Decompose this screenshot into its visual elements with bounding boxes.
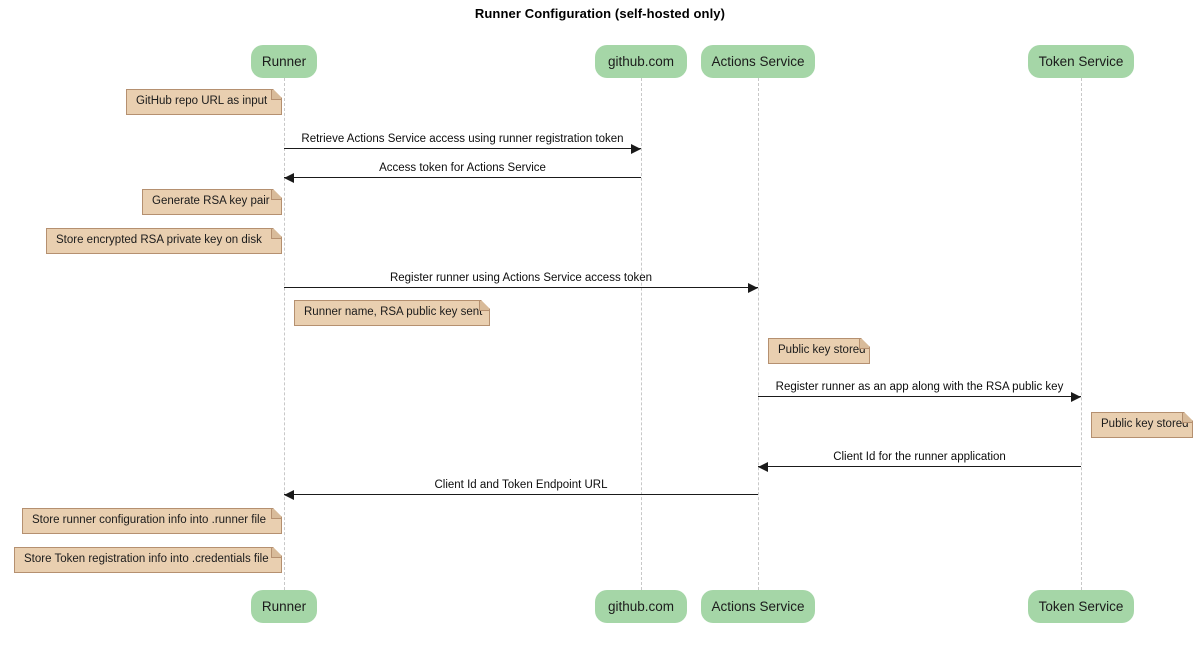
msg-access-token-label: Access token for Actions Service [379, 162, 546, 174]
note-fold-corner-icon [479, 301, 489, 311]
note-store-token-registration: Store Token registration info into .cred… [14, 547, 282, 573]
msg-register-runner-label: Register runner using Actions Service ac… [389, 272, 653, 284]
note-text: GitHub repo URL as input [136, 95, 268, 108]
msg-register-app-pubkey-arrowhead [1071, 391, 1081, 402]
page-title: Runner Configuration (self-hosted only) [474, 6, 726, 21]
note-store-private-key: Store encrypted RSA private key on disk [46, 228, 282, 254]
note-fold-corner-icon [859, 339, 869, 349]
note-fold-corner-icon [271, 90, 281, 100]
msg-client-id-runner-app-line [758, 466, 1081, 467]
lifeline-runner [284, 78, 285, 590]
participant-bottom-runner[interactable]: Runner [251, 590, 317, 623]
note-fold-corner-icon [271, 548, 281, 558]
note-text: Public key stored [1101, 418, 1189, 431]
msg-client-id-token-endpoint-arrowhead [284, 489, 294, 500]
note-text: Generate RSA key pair [152, 195, 270, 208]
note-github-repo-url: GitHub repo URL as input [126, 89, 282, 115]
msg-client-id-runner-app-label: Client Id for the runner application [833, 451, 1006, 463]
participant-label: Actions Service [711, 54, 805, 69]
participant-label: Runner [261, 54, 307, 69]
lifeline-github [641, 78, 642, 590]
note-generate-rsa: Generate RSA key pair [142, 189, 282, 215]
msg-client-id-token-endpoint-line [284, 494, 758, 495]
participant-label: Token Service [1038, 54, 1124, 69]
note-text: Store encrypted RSA private key on disk [56, 234, 262, 247]
msg-retrieve-actions-access-line [284, 148, 641, 149]
msg-register-runner-line [284, 287, 758, 288]
participant-label: Token Service [1038, 599, 1124, 614]
participant-label: github.com [607, 54, 675, 69]
participant-top-actions[interactable]: Actions Service [701, 45, 815, 78]
note-runner-name-pubkey: Runner name, RSA public key sent [294, 300, 490, 326]
msg-register-app-pubkey-line [758, 396, 1081, 397]
msg-access-token-line [284, 177, 641, 178]
participant-bottom-github[interactable]: github.com [595, 590, 687, 623]
note-fold-corner-icon [271, 229, 281, 239]
note-fold-corner-icon [271, 190, 281, 200]
note-public-key-stored-actions: Public key stored [768, 338, 870, 364]
msg-register-runner-arrowhead [748, 282, 758, 293]
participant-bottom-token[interactable]: Token Service [1028, 590, 1134, 623]
participant-top-runner[interactable]: Runner [251, 45, 317, 78]
msg-access-token-arrowhead [284, 172, 294, 183]
participant-top-token[interactable]: Token Service [1028, 45, 1134, 78]
note-fold-corner-icon [1182, 413, 1192, 423]
participant-label: Actions Service [711, 599, 805, 614]
note-public-key-stored-token: Public key stored [1091, 412, 1193, 438]
msg-client-id-runner-app-arrowhead [758, 461, 768, 472]
note-fold-corner-icon [271, 509, 281, 519]
participant-label: github.com [607, 599, 675, 614]
participant-top-github[interactable]: github.com [595, 45, 687, 78]
note-text: Public key stored [778, 344, 866, 357]
participant-bottom-actions[interactable]: Actions Service [701, 590, 815, 623]
lifeline-token [1081, 78, 1082, 590]
msg-retrieve-actions-access-label: Retrieve Actions Service access using ru… [301, 133, 624, 145]
note-text: Runner name, RSA public key sent [304, 306, 483, 319]
note-text: Store runner configuration info into .ru… [32, 514, 266, 527]
participant-label: Runner [261, 599, 307, 614]
msg-client-id-token-endpoint-label: Client Id and Token Endpoint URL [434, 479, 608, 491]
msg-retrieve-actions-access-arrowhead [631, 143, 641, 154]
msg-register-app-pubkey-label: Register runner as an app along with the… [775, 381, 1064, 393]
note-text: Store Token registration info into .cred… [24, 553, 269, 566]
note-store-runner-config: Store runner configuration info into .ru… [22, 508, 282, 534]
lifeline-actions [758, 78, 759, 590]
